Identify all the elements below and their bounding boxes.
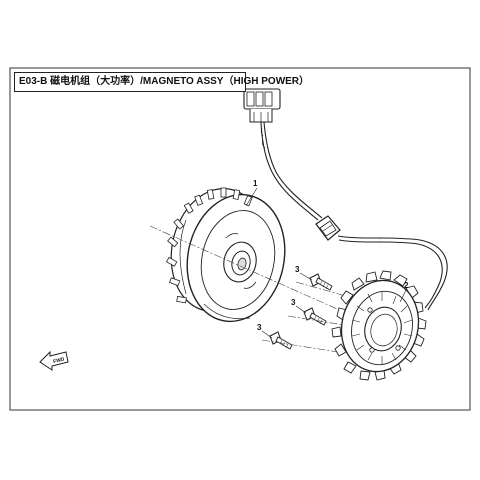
- callout-part-2: 2: [404, 281, 409, 290]
- bolt-lower: [269, 331, 293, 350]
- arrow-left-icon: [39, 350, 69, 371]
- rotor-cooling-slots: [165, 187, 253, 304]
- callout-part-1: 1: [253, 179, 258, 188]
- stator-coil: [331, 270, 427, 381]
- wire-connector: [243, 88, 281, 123]
- callout-part-3-upper: 3: [295, 265, 300, 274]
- drawing-border: [9, 67, 471, 411]
- diagram-title: E03-B 磁电机组（大功率）/MAGNETO ASSY（HIGH POWER）: [14, 72, 309, 92]
- forward-direction-arrow: FWD: [39, 350, 69, 371]
- callout-part-3-middle: 3: [291, 298, 296, 307]
- fwd-label: FWD: [53, 356, 66, 365]
- wire-grommet: [315, 215, 341, 241]
- bolt-middle: [303, 307, 327, 326]
- stator-windings: [351, 292, 413, 364]
- assembly-centerlines: [149, 225, 381, 353]
- callout-leaders: [245, 187, 407, 339]
- callout-part-3-lower: 3: [257, 323, 262, 332]
- flywheel-rotor: [165, 187, 286, 323]
- wire-harness: [243, 88, 448, 311]
- bolt-upper: [309, 273, 333, 291]
